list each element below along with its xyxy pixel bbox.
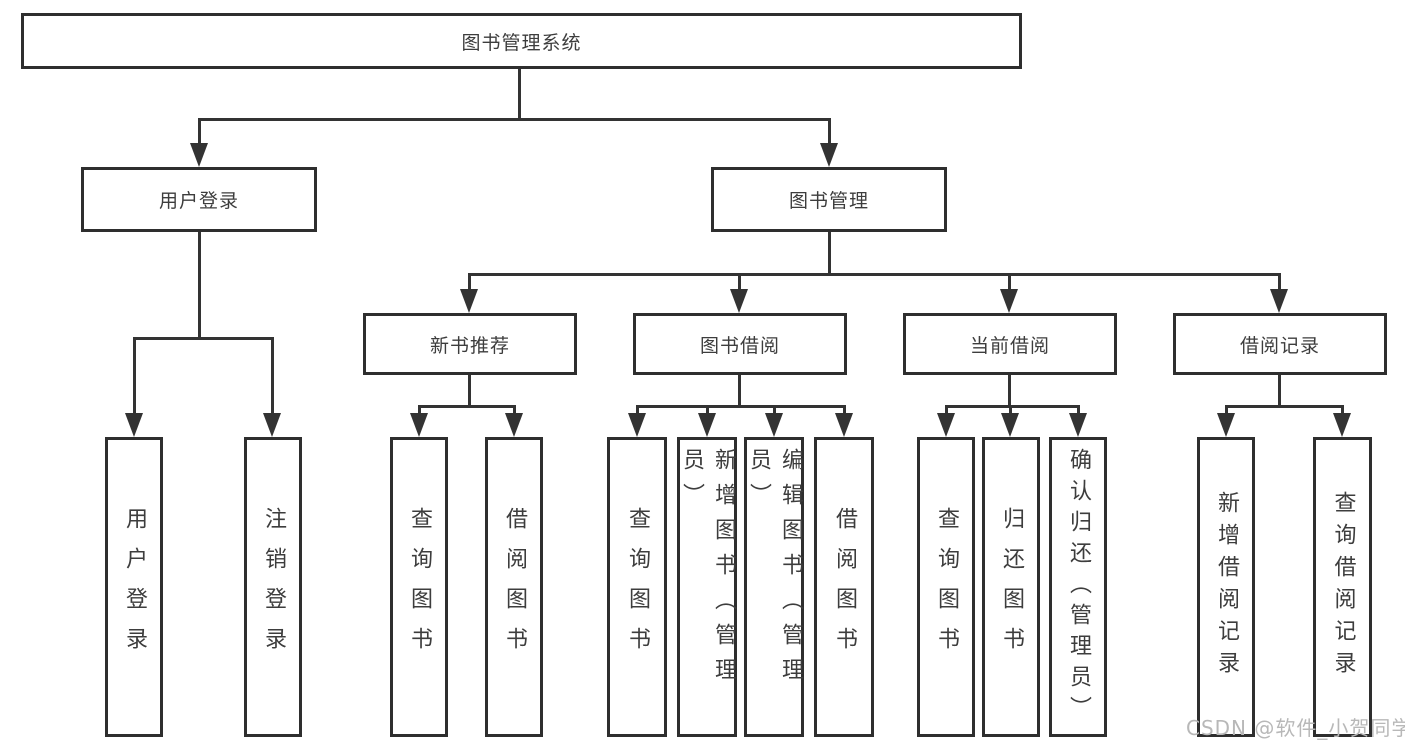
leaf-add-borrow-record: 新增借阅记录 bbox=[1197, 437, 1255, 737]
arrowhead-icon bbox=[263, 413, 281, 437]
leaf-return-books: 归还图书 bbox=[982, 437, 1040, 737]
connector-line bbox=[518, 69, 521, 118]
arrowhead-icon bbox=[125, 413, 143, 437]
arrowhead-icon bbox=[765, 413, 783, 437]
arrowhead-icon bbox=[1217, 413, 1235, 437]
arrowhead-icon bbox=[628, 413, 646, 437]
connector-line bbox=[1009, 405, 1012, 417]
leaf-add-books-admin: 新增图书（管理员） bbox=[677, 437, 737, 737]
leaf-query-books-borrowing: 查询图书 bbox=[607, 437, 667, 737]
arrowhead-icon bbox=[410, 413, 428, 437]
connector-line bbox=[468, 273, 471, 291]
node-user-login: 用户登录 bbox=[81, 167, 317, 232]
connector-line bbox=[636, 405, 846, 408]
node-new-book-recommendation: 新书推荐 bbox=[363, 313, 577, 375]
connector-line bbox=[1008, 273, 1011, 291]
arrowhead-icon bbox=[505, 413, 523, 437]
connector-line bbox=[828, 118, 831, 146]
leaf-query-books-current: 查询图书 bbox=[917, 437, 975, 737]
node-book-management: 图书管理 bbox=[711, 167, 947, 232]
connector-line bbox=[738, 273, 741, 291]
connector-line bbox=[636, 405, 639, 417]
node-root: 图书管理系统 bbox=[21, 13, 1022, 69]
connector-line bbox=[133, 337, 136, 415]
connector-line bbox=[198, 118, 831, 121]
node-current-borrowing: 当前借阅 bbox=[903, 313, 1117, 375]
connector-line bbox=[418, 405, 516, 408]
connector-line bbox=[945, 405, 948, 417]
arrowhead-icon bbox=[698, 413, 716, 437]
connector-line bbox=[738, 375, 741, 405]
connector-line bbox=[706, 405, 709, 417]
connector-line bbox=[843, 405, 846, 417]
connector-line bbox=[1278, 375, 1281, 405]
connector-line bbox=[418, 405, 421, 417]
connector-line bbox=[133, 337, 274, 340]
arrowhead-icon bbox=[190, 143, 208, 167]
connector-line bbox=[1077, 405, 1080, 417]
connector-line bbox=[1341, 405, 1344, 417]
connector-line bbox=[1225, 405, 1344, 408]
arrowhead-icon bbox=[1270, 289, 1288, 313]
connector-line bbox=[1278, 273, 1281, 291]
arrowhead-icon bbox=[1069, 413, 1087, 437]
connector-line bbox=[828, 232, 831, 273]
node-borrowing-records: 借阅记录 bbox=[1173, 313, 1387, 375]
connector-line bbox=[513, 405, 516, 417]
connector-line bbox=[271, 337, 274, 415]
connector-line bbox=[945, 405, 1080, 408]
arrowhead-icon bbox=[730, 289, 748, 313]
connector-line bbox=[198, 118, 201, 146]
arrowhead-icon bbox=[937, 413, 955, 437]
node-book-borrowing: 图书借阅 bbox=[633, 313, 847, 375]
arrowhead-icon bbox=[820, 143, 838, 167]
connector-line bbox=[1225, 405, 1228, 417]
connector-line bbox=[468, 375, 471, 405]
leaf-query-books-recommend: 查询图书 bbox=[390, 437, 448, 737]
leaf-edit-books-admin: 编辑图书（管理员） bbox=[744, 437, 804, 737]
arrowhead-icon bbox=[460, 289, 478, 313]
arrowhead-icon bbox=[1001, 413, 1019, 437]
arrowhead-icon bbox=[835, 413, 853, 437]
leaf-query-borrow-record: 查询借阅记录 bbox=[1313, 437, 1372, 737]
connector-line bbox=[198, 232, 201, 337]
arrowhead-icon bbox=[1333, 413, 1351, 437]
arrowhead-icon bbox=[1000, 289, 1018, 313]
leaf-logout: 注销登录 bbox=[244, 437, 302, 737]
connector-line bbox=[1008, 375, 1011, 405]
leaf-borrow-books-recommend: 借阅图书 bbox=[485, 437, 543, 737]
connector-line bbox=[468, 273, 1281, 276]
connector-line bbox=[773, 405, 776, 417]
leaf-borrow-books-borrowing: 借阅图书 bbox=[814, 437, 874, 737]
leaf-confirm-return-admin: 确认归还（管理员） bbox=[1049, 437, 1107, 737]
csdn-watermark: CSDN @软件_小贺同学 bbox=[1186, 716, 1405, 740]
leaf-user-login: 用户登录 bbox=[105, 437, 163, 737]
